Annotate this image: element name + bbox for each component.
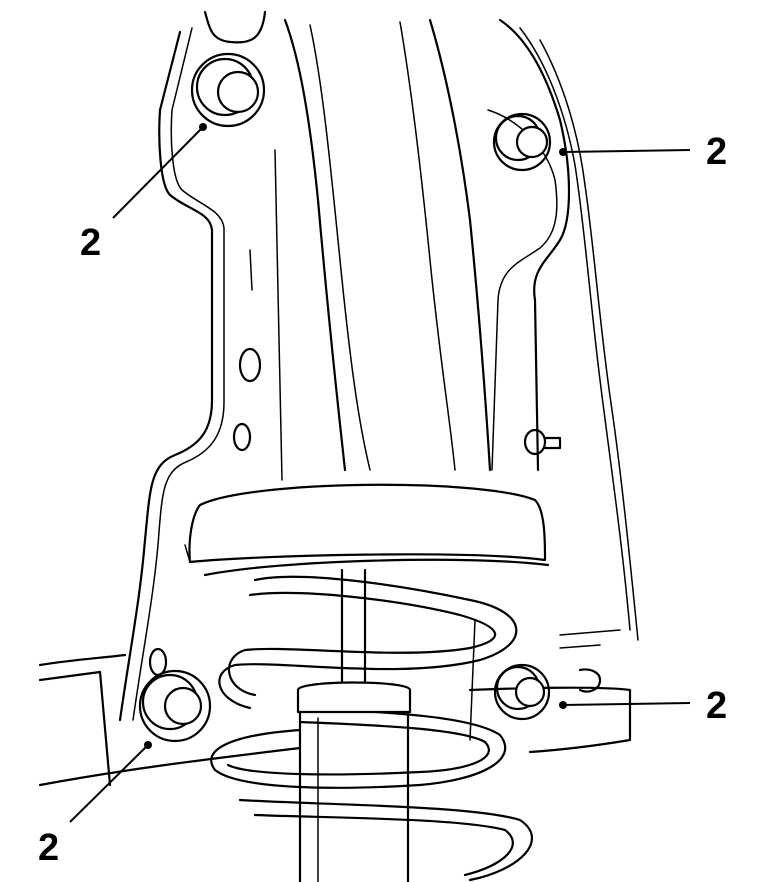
strut-tower-panel [118,10,639,722]
spring-seat [184,483,550,577]
callout-bottom-right: 2 [559,685,727,727]
coil-spring [210,575,533,882]
callout-bottom-left: 2 [38,741,152,869]
callout-label: 2 [706,131,727,173]
mount-nut-top-right [492,112,552,172]
callout-top-right: 2 [559,131,727,173]
callout-label: 2 [706,685,727,727]
shock-rod [340,568,367,692]
small-stud [523,428,602,693]
mount-nut-bottom-left [138,669,212,743]
shock-body [296,681,412,882]
callout-label: 2 [80,222,101,264]
mount-nut-bottom-right [493,663,551,721]
callout-top-left: 2 [80,123,207,264]
mount-nut-top-left [190,52,266,128]
lower-panel [38,619,632,787]
callout-label: 2 [38,827,59,869]
strut-housing [283,18,492,472]
